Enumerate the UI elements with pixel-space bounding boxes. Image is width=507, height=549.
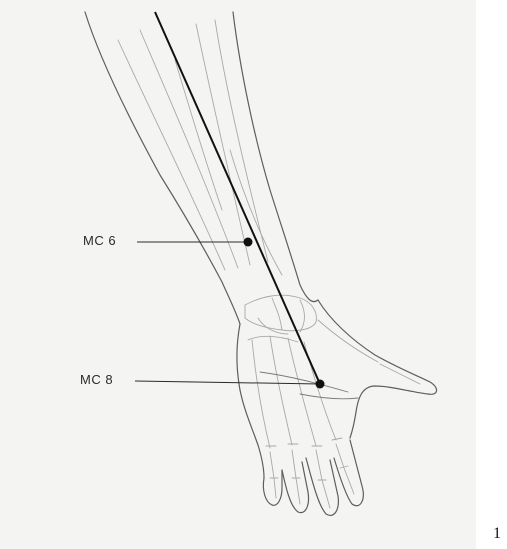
page-number: 1 (493, 525, 501, 543)
meridian-line (155, 12, 320, 384)
hand-bone-lines (245, 295, 420, 508)
mc6-point-marker (244, 238, 253, 247)
mc8-label: MC 8 (80, 372, 113, 387)
mc8-point-marker (316, 380, 325, 389)
forearm-bone-lines (118, 20, 282, 275)
palm-crease-lines (260, 372, 358, 399)
illustration-plate: MC 6 MC 8 (0, 0, 476, 549)
mc6-label: MC 6 (83, 233, 116, 248)
forearm-hand-illustration (0, 0, 476, 549)
mc8-leader-line (135, 381, 320, 384)
arm-outline (85, 12, 437, 515)
